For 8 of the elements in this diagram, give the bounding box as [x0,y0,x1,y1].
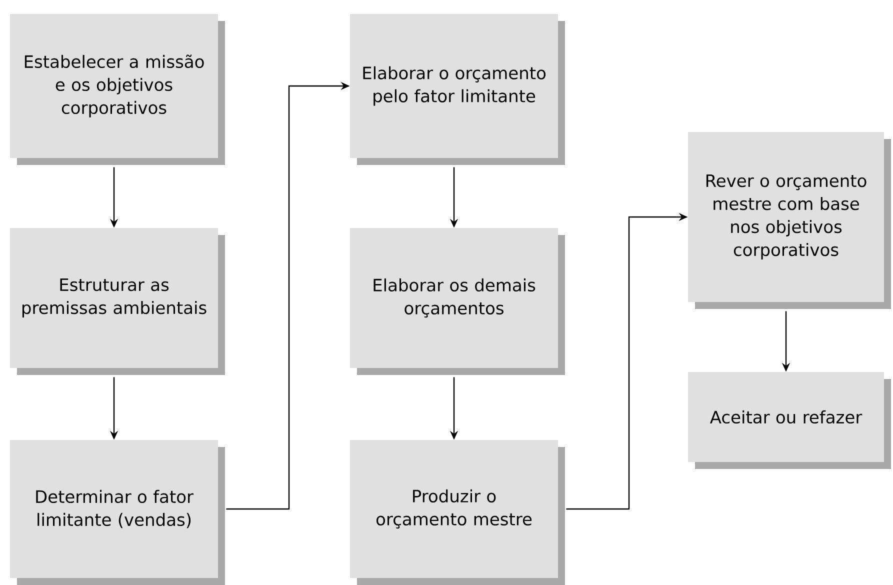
process-box: Produzir o orçamento mestre [350,440,565,585]
process-box: Rever o orçamento mestre com base nos objetivos corporativos [688,132,891,309]
process-box: Aceitar ou refazer [688,372,891,469]
process-box: Elaborar os demais orçamentos [350,228,565,375]
process-box: Determinar o fator limitante (vendas) [10,440,225,585]
process-box: Elaborar o orçamento pelo fator limitante [350,14,565,165]
process-box: Estruturar as premissas ambientais [10,228,225,375]
process-box: Estabelecer a missão e os objetivos corporativos [10,14,225,165]
